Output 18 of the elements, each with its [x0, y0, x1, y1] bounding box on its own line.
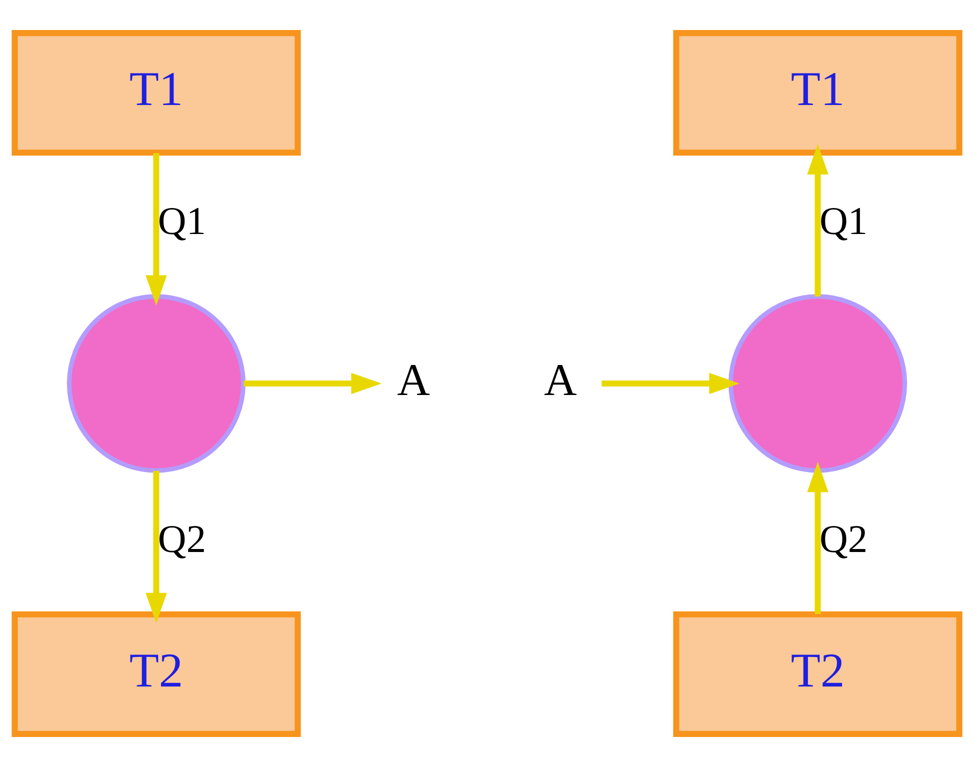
node-text: A [544, 354, 577, 405]
arrow [807, 144, 828, 296]
node-box: T1 [673, 30, 962, 156]
edge-label: Q2 [819, 516, 868, 561]
node-text: A [397, 354, 430, 405]
node-box: T2 [673, 611, 962, 737]
arrow [602, 372, 740, 394]
arrow [807, 462, 828, 614]
edge-label: Q2 [158, 516, 206, 561]
node-circle [66, 294, 246, 473]
arrow [146, 470, 167, 624]
node-box: T2 [12, 611, 301, 737]
node-circle [728, 294, 908, 473]
edge-label: Q1 [819, 199, 868, 244]
edge-label: Q1 [158, 199, 206, 244]
node-box: T1 [12, 30, 301, 156]
arrow [146, 153, 167, 306]
arrow [244, 372, 382, 394]
